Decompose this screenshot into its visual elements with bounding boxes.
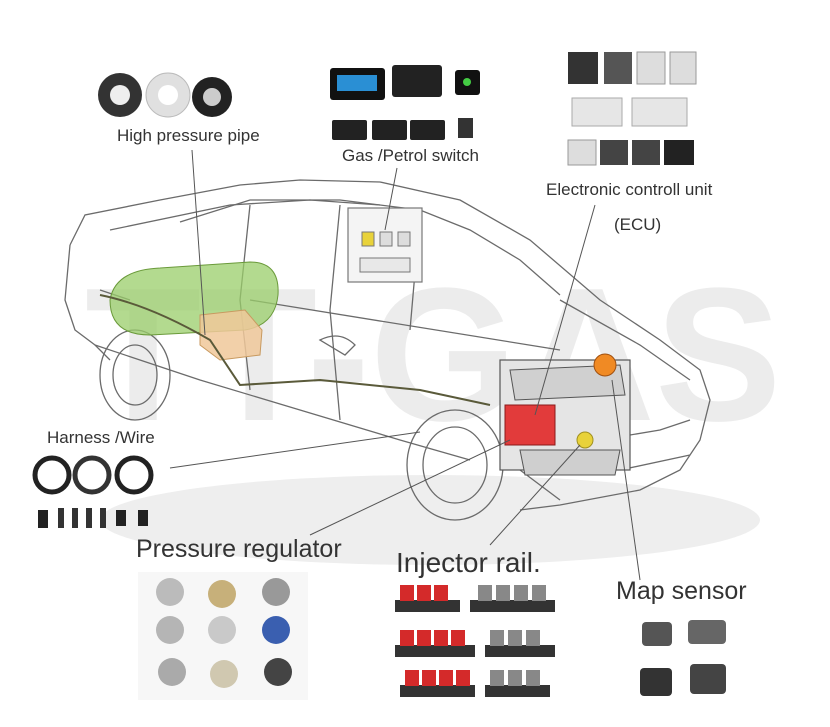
map-sensor-images bbox=[640, 620, 726, 696]
harness-images bbox=[32, 455, 154, 528]
label-injector-rail: Injector rail. bbox=[396, 547, 541, 578]
label-ecu-line2: (ECU) bbox=[614, 215, 662, 234]
gas-line bbox=[99, 294, 491, 406]
label-high-pressure-pipe: High pressure pipe bbox=[117, 126, 260, 145]
label-gas-petrol-switch: Gas /Petrol switch bbox=[342, 146, 479, 165]
front-wheel bbox=[406, 409, 504, 521]
injector-rail-images bbox=[395, 585, 555, 697]
leader-lines bbox=[169, 149, 641, 581]
ground-shadow bbox=[100, 475, 760, 565]
label-harness-wire: Harness /Wire bbox=[47, 428, 155, 447]
dashboard-switch-closeup bbox=[347, 207, 423, 283]
label-ecu-line1: Electronic controll unit bbox=[546, 180, 713, 199]
label-pressure-regulator: Pressure regulator bbox=[136, 535, 342, 563]
engine-assembly bbox=[499, 353, 631, 476]
label-map-sensor: Map sensor bbox=[616, 577, 747, 605]
high-pressure-pipe-images bbox=[98, 72, 232, 118]
gas-petrol-switch-images bbox=[330, 65, 480, 140]
pressure-regulator-images bbox=[138, 572, 308, 700]
ecu-images bbox=[567, 51, 697, 166]
